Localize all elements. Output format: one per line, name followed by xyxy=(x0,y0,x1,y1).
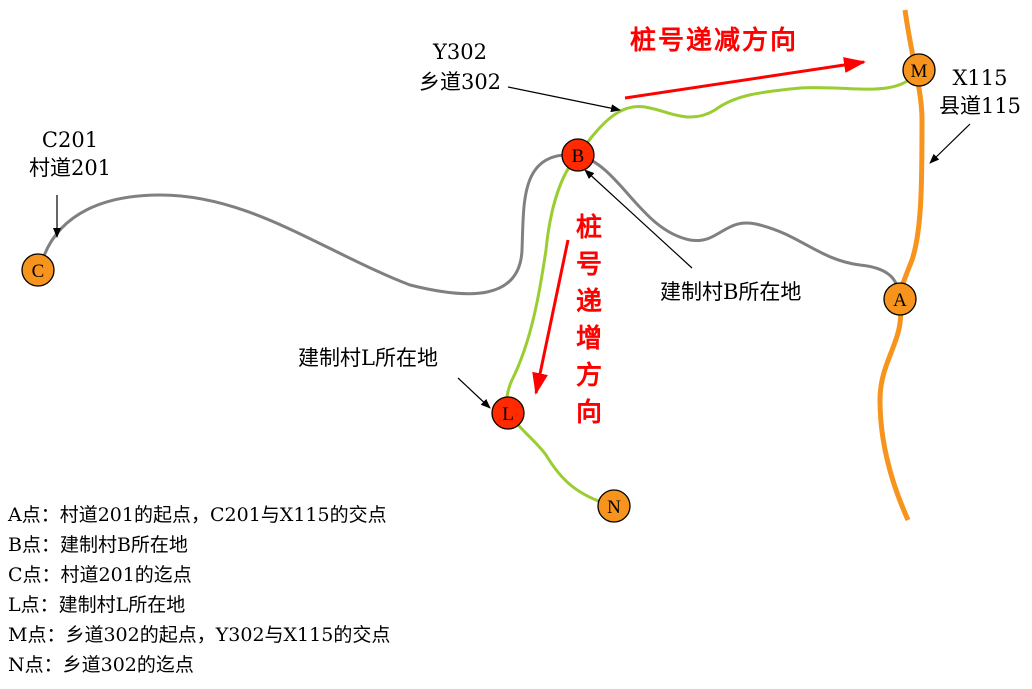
route-y302 xyxy=(505,69,920,508)
legend-item-l: L点：建制村L所在地 xyxy=(8,594,186,616)
label-y302-name: 乡道302 xyxy=(418,70,502,94)
label-c201-code: C201 xyxy=(41,128,99,152)
legend: A点：村道201的起点，C201与X115的交点 B点：建制村B所在地 C点：村… xyxy=(8,500,390,680)
arrow-decrease-direction xyxy=(624,57,866,100)
label-decrease-direction: 桩号递减方向 xyxy=(630,26,799,56)
node-l-label: L xyxy=(502,404,514,425)
node-l: L xyxy=(491,396,525,430)
route-c201 xyxy=(38,153,902,299)
increase-char-6: 向 xyxy=(575,398,602,428)
legend-item-m: M点：乡道302的起点，Y302与X115的交点 xyxy=(8,624,391,646)
label-village-l: 建制村L所在地 xyxy=(298,346,438,370)
increase-char-4: 增 xyxy=(575,324,602,354)
legend-item-c: C点：村道201的迄点 xyxy=(8,564,192,586)
arrow-village-b-pointer xyxy=(584,169,693,269)
label-increase-direction: 桩 号 递 增 方 向 xyxy=(574,210,604,432)
node-a: A xyxy=(883,282,917,316)
label-x115-code: X115 xyxy=(952,66,1008,90)
increase-char-1: 桩 xyxy=(575,213,602,243)
node-b-label: B xyxy=(572,146,585,167)
node-m-label: M xyxy=(911,61,928,82)
route-x115 xyxy=(877,9,925,522)
label-y302-code: Y302 xyxy=(433,40,487,64)
label-x115-name: 县道115 xyxy=(938,94,1022,118)
node-b: B xyxy=(561,138,595,172)
arrow-village-l-pointer xyxy=(457,377,491,409)
arrow-y302-pointer xyxy=(507,86,621,113)
label-x115: X115 县道115 xyxy=(930,66,1030,118)
increase-char-5: 方 xyxy=(575,361,602,391)
node-n: N xyxy=(597,489,631,523)
label-c201: C201 村道201 xyxy=(22,128,118,180)
increase-char-3: 递 xyxy=(575,287,602,317)
node-n-label: N xyxy=(607,497,621,518)
arrow-increase-direction xyxy=(532,239,570,395)
legend-item-a: A点：村道201的起点，C201与X115的交点 xyxy=(8,504,387,526)
arrow-x115-pointer xyxy=(929,123,971,164)
label-c201-name: 村道201 xyxy=(28,156,112,180)
node-m: M xyxy=(902,53,936,87)
label-y302: Y302 乡道302 xyxy=(405,40,515,94)
node-c: C xyxy=(21,253,55,287)
legend-item-n: N点：乡道302的迄点 xyxy=(8,654,194,676)
node-c-label: C xyxy=(32,261,45,282)
legend-item-b: B点：建制村B所在地 xyxy=(8,534,188,556)
increase-char-2: 号 xyxy=(575,250,602,280)
node-a-label: A xyxy=(893,290,907,311)
label-village-b: 建制村B所在地 xyxy=(660,280,802,304)
